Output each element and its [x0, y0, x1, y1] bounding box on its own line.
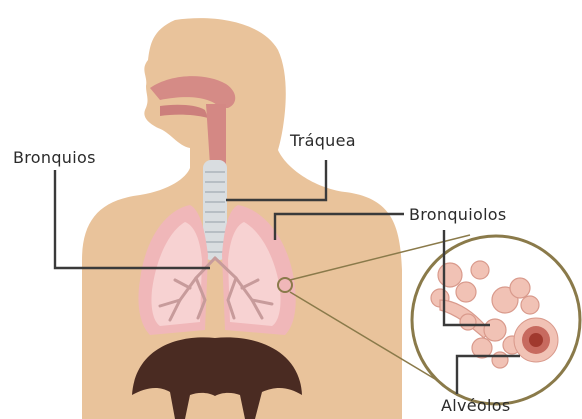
alveolus-capillaries: [514, 318, 558, 362]
label-traquea: Tráquea: [290, 131, 356, 150]
label-alveolos: Alvéolos: [441, 396, 510, 415]
label-bronquios: Bronquios: [13, 148, 96, 167]
alveoli-zoom: [412, 236, 580, 404]
label-bronquiolos: Bronquiolos: [409, 205, 507, 224]
